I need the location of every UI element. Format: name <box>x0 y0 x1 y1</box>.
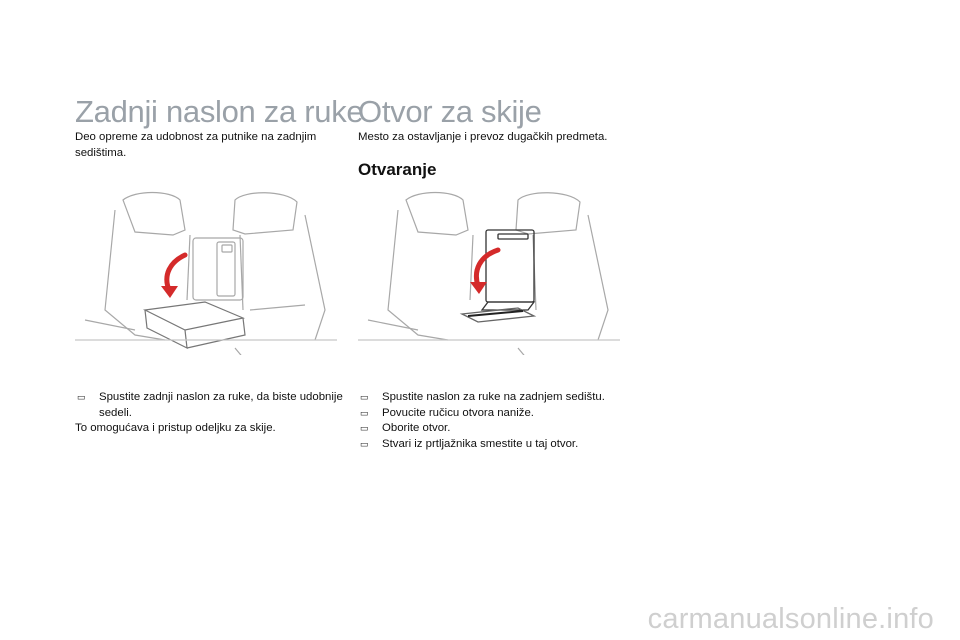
step-text: Stvari iz prtljažnika smestite u taj otv… <box>382 437 579 450</box>
list-item: ▭ Povucite ručicu otvora naniže. <box>358 406 628 422</box>
checkbox-bullet-icon: ▭ <box>360 438 369 449</box>
armrest-steps: ▭ Spustite zadnji naslon za ruke, da bis… <box>75 390 345 421</box>
list-item: ▭ Spustite naslon za ruke na zadnjem sed… <box>358 390 628 406</box>
ski-hatch-steps: ▭ Spustite naslon za ruke na zadnjem sed… <box>358 390 628 452</box>
watermark-text: carmanualsonline.info <box>647 603 934 635</box>
armrest-note: To omogućava i pristup odeljku za skije. <box>75 422 276 434</box>
armrest-section: Zadnji naslon za ruke Deo opreme za udob… <box>75 94 364 161</box>
armrest-intro: Deo opreme za udobnost za putnike na zad… <box>75 131 317 159</box>
checkbox-bullet-icon: ▭ <box>360 407 369 418</box>
checkbox-bullet-icon: ▭ <box>360 392 369 402</box>
step-text: Povucite ručicu otvora naniže. <box>382 406 534 419</box>
armrest-drawing <box>75 191 337 355</box>
opening-subtitle: Otvaranje <box>358 159 437 179</box>
step-text: Spustite zadnji naslon za ruke, da biste… <box>99 391 343 419</box>
checkbox-bullet-icon: ▭ <box>360 423 369 433</box>
armrest-illustration <box>75 190 337 355</box>
checkbox-bullet-icon: ▭ <box>77 392 86 402</box>
ski-hatch-intro: Mesto za ostavljanje i prevoz dugačkih p… <box>358 131 608 143</box>
ski-hatch-illustration <box>358 190 620 355</box>
step-text: Spustite naslon za ruke na zadnjem sediš… <box>382 391 605 403</box>
ski-hatch-drawing <box>358 191 620 355</box>
list-item: ▭ Stvari iz prtljažnika smestite u taj o… <box>358 437 628 453</box>
list-item: ▭ Spustite zadnji naslon za ruke, da bis… <box>75 390 345 421</box>
step-text: Oborite otvor. <box>382 422 451 434</box>
list-item: ▭ Oborite otvor. <box>358 421 628 437</box>
ski-hatch-section: Otvor za skije Mesto za ostavljanje i pr… <box>358 94 628 180</box>
ski-hatch-title: Otvor za skije <box>358 94 542 129</box>
armrest-title: Zadnji naslon za ruke <box>75 94 364 129</box>
